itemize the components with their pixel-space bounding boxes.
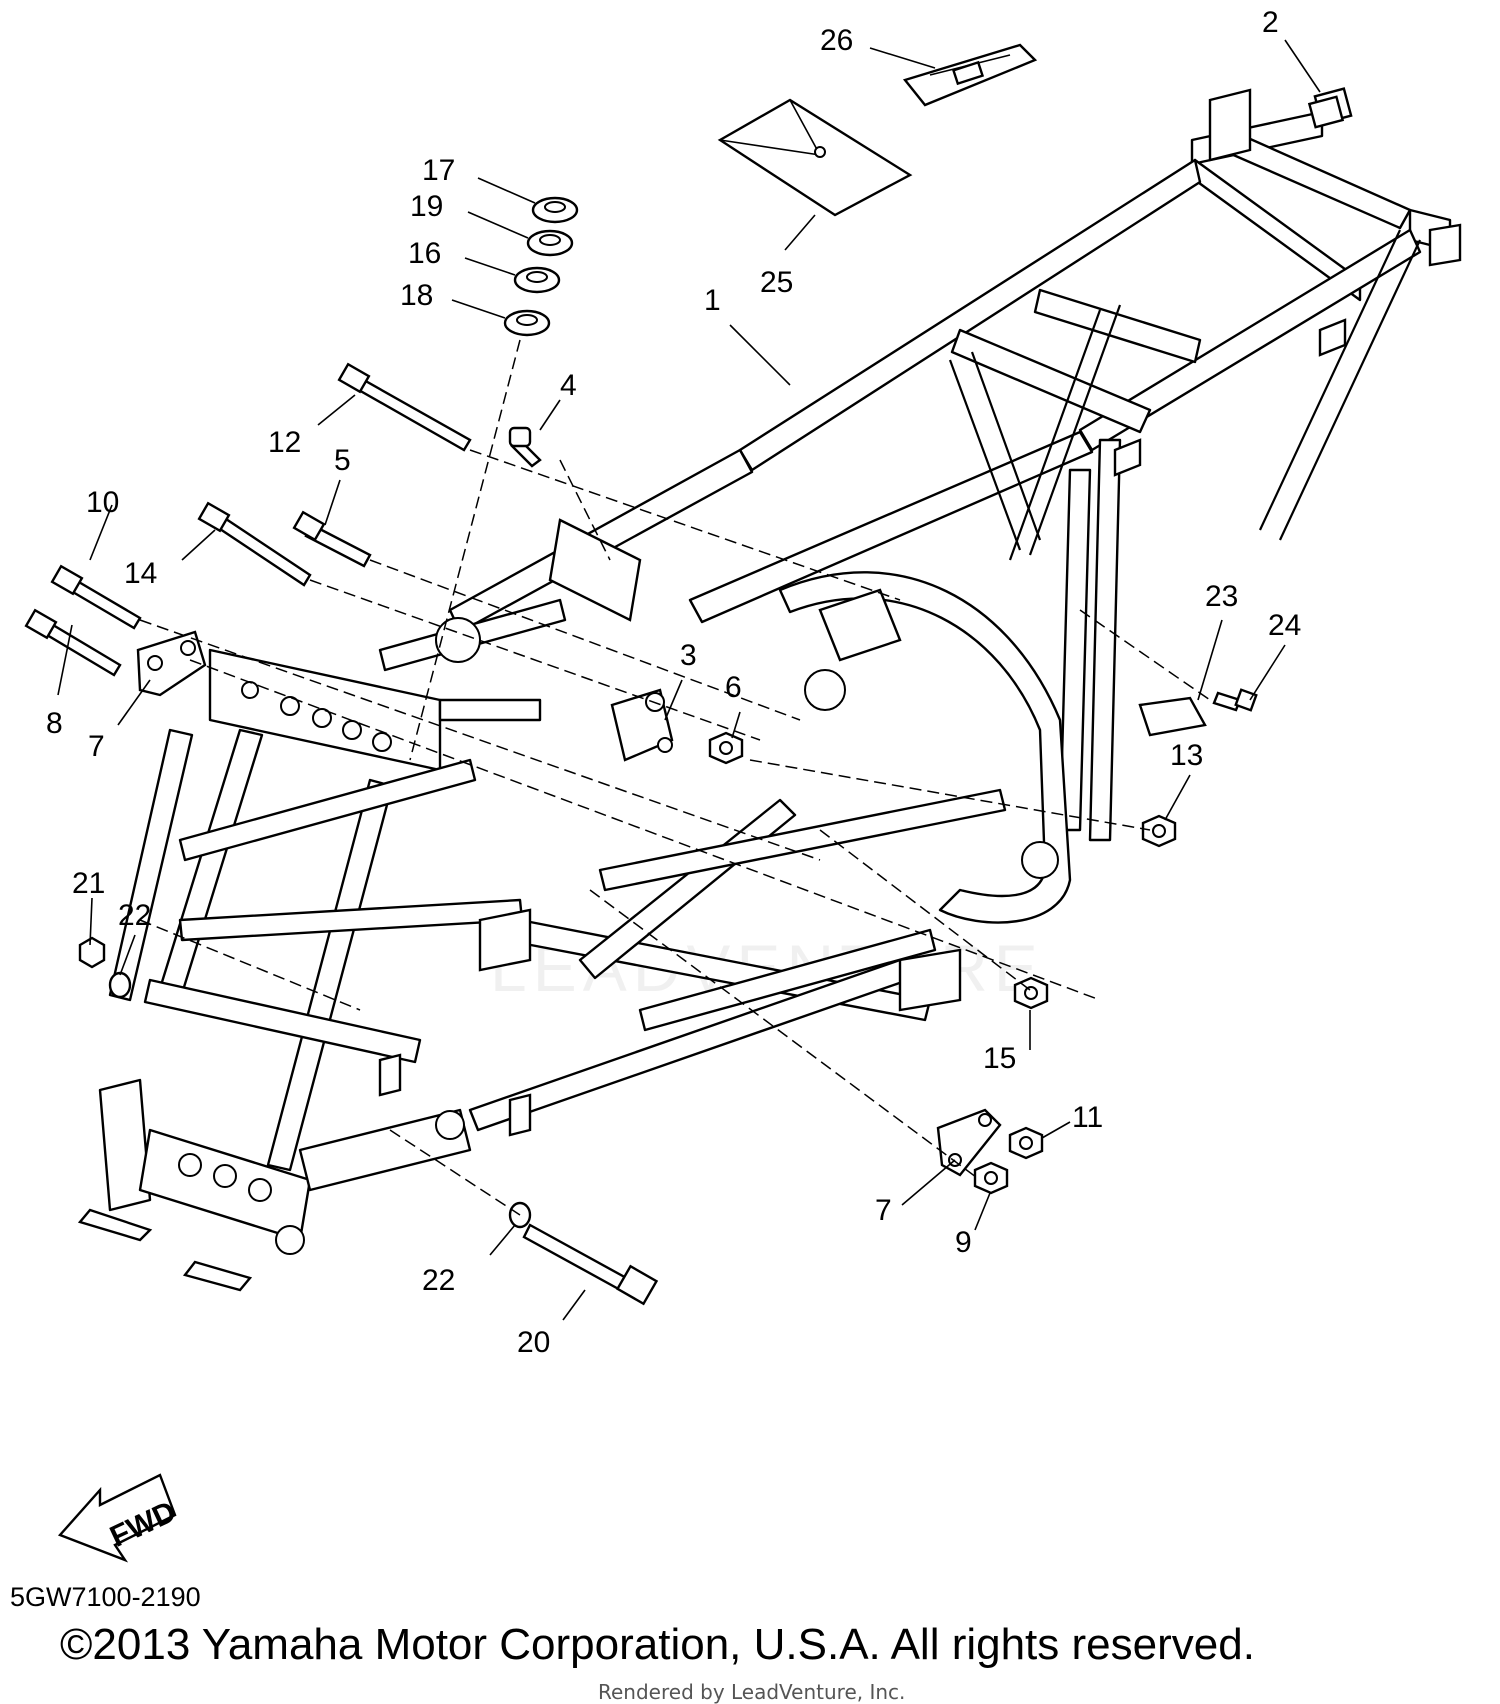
callout-23: 23 <box>1205 580 1238 613</box>
callout-19: 19 <box>410 190 443 223</box>
callout-7: 7 <box>88 730 105 763</box>
callout-4: 4 <box>560 369 577 402</box>
callout-16: 16 <box>408 237 441 270</box>
callout-1: 1 <box>704 284 721 317</box>
callout-25: 25 <box>760 266 793 299</box>
part-26-tool <box>902 43 1038 107</box>
callout-18: 18 <box>400 279 433 312</box>
frame <box>77 88 1462 1292</box>
bolts <box>24 362 1258 1306</box>
callout-6: 6 <box>725 671 742 704</box>
callout-5: 5 <box>334 444 351 477</box>
callout-20: 20 <box>517 1326 550 1359</box>
plates <box>136 630 1207 1177</box>
callout-3: 3 <box>680 639 697 672</box>
copyright-notice: ©2013 Yamaha Motor Corporation, U.S.A. A… <box>60 1620 1255 1669</box>
callout-21: 21 <box>72 867 105 900</box>
callout-9: 9 <box>955 1226 972 1259</box>
callout-22b: 22 <box>422 1264 455 1297</box>
nuts-washers <box>78 731 1177 1229</box>
callout-2: 2 <box>1262 6 1279 39</box>
bearing-stack <box>503 196 579 337</box>
leader-lines <box>57 39 1321 1321</box>
fwd-arrow: FWD <box>57 1473 181 1563</box>
callout-8: 8 <box>46 707 63 740</box>
callout-11: 11 <box>1072 1101 1103 1134</box>
callout-7b: 7 <box>875 1194 892 1227</box>
rendered-by-notice: Rendered by LeadVenture, Inc. <box>598 1680 906 1704</box>
callout-24: 24 <box>1268 609 1301 642</box>
part-2-cap <box>1307 87 1353 129</box>
callouts: 26 2 17 19 16 18 25 1 4 12 5 10 14 8 7 3… <box>46 6 1301 1359</box>
callout-10: 10 <box>86 486 119 519</box>
callout-26: 26 <box>820 24 853 57</box>
callout-12: 12 <box>268 426 301 459</box>
part-25-bag <box>717 98 913 217</box>
alignment-lines <box>139 339 1211 1216</box>
callout-17: 17 <box>422 154 455 187</box>
callout-15: 15 <box>983 1042 1016 1075</box>
callout-22: 22 <box>118 899 151 932</box>
callout-13: 13 <box>1170 739 1203 772</box>
diagram-code: 5GW7100-2190 <box>10 1582 201 1612</box>
callout-14: 14 <box>124 557 157 590</box>
